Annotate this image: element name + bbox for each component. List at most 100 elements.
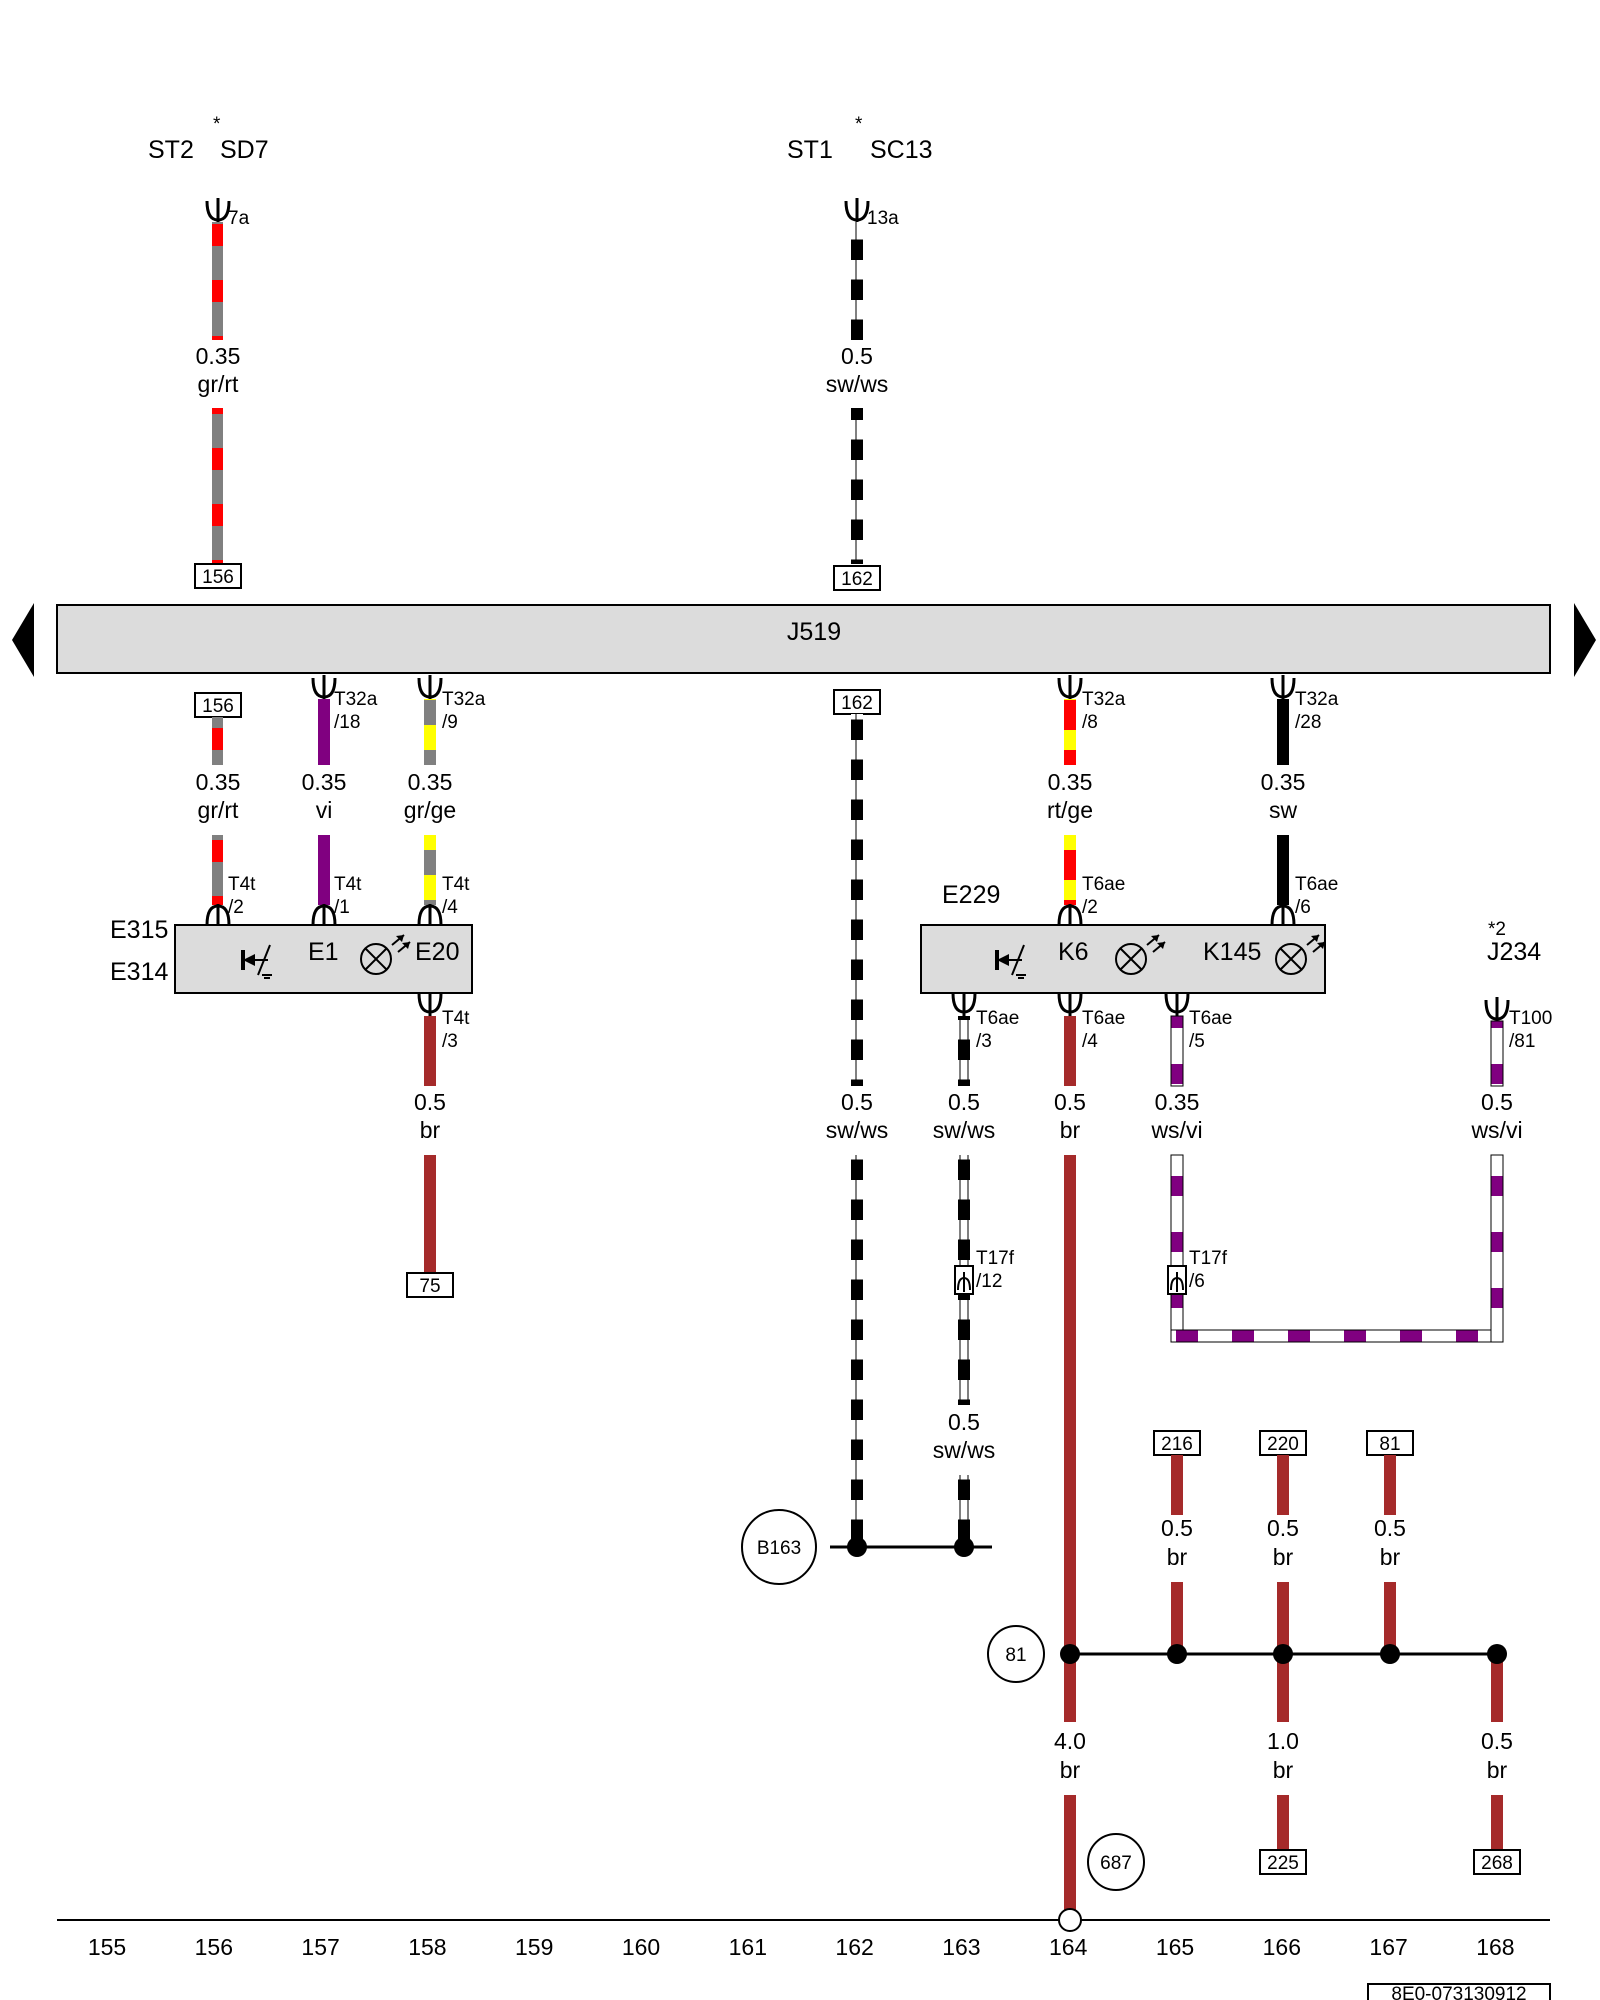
scale-number: 161 xyxy=(729,1934,767,1960)
pin-label: T6ae xyxy=(1082,1008,1125,1029)
conn-number: /6 xyxy=(1189,1271,1205,1292)
asterisk-right: * xyxy=(855,114,863,135)
wire-1b[interactable]: 156 0.35 gr/rt T4t /2 xyxy=(194,692,256,926)
scale-number: 167 xyxy=(1369,1934,1407,1960)
ground-label: 81 xyxy=(1005,1645,1026,1666)
ground-label: 687 xyxy=(1100,1853,1132,1874)
wire-9[interactable]: T6ae /4 0.5 br 4.0 br xyxy=(1054,992,1125,1920)
wire-3[interactable]: T32a /18 0.35 vi T4t /1 xyxy=(302,675,378,926)
ref-box xyxy=(406,1272,454,1298)
scale-number: 156 xyxy=(195,1934,233,1960)
component-e314-e315[interactable]: E315 E314 E1 E20 xyxy=(110,916,473,994)
wire-color: br xyxy=(1060,1117,1081,1143)
ground-687[interactable]: 687 xyxy=(1087,1833,1145,1891)
pin-label: T32a xyxy=(1295,689,1339,710)
label-sc13: SC13 xyxy=(870,136,933,164)
ref-box xyxy=(194,563,242,589)
pin-label: T6ae xyxy=(976,1008,1019,1029)
wire-size: 0.5 xyxy=(1481,1089,1513,1115)
junction-dot xyxy=(847,1537,867,1557)
pin-number: /18 xyxy=(334,712,360,733)
wire-size: 0.5 xyxy=(1161,1515,1193,1541)
pin-number-b: /6 xyxy=(1295,897,1311,918)
bus-j519[interactable]: J519 xyxy=(12,603,1596,677)
wire-2b[interactable]: 162 0.5 sw/ws xyxy=(826,689,889,1547)
conn-label: T17f xyxy=(976,1248,1015,1269)
label-j234: J234 xyxy=(1487,938,1541,966)
wire-8[interactable]: T6ae /3 0.5 sw/ws T17f /12 0.5 sw/ws xyxy=(933,992,1020,1547)
scale-number: 159 xyxy=(515,1934,553,1960)
pin-number: /9 xyxy=(442,712,458,733)
ref-number: 268 xyxy=(1481,1853,1513,1874)
wire-13[interactable]: 220 0.5 br 1.0 br 225 xyxy=(1259,1430,1307,1875)
label-st2: ST2 xyxy=(148,136,194,164)
pin-number: /81 xyxy=(1509,1031,1535,1052)
label-k6: K6 xyxy=(1058,938,1089,966)
wire-14[interactable]: 81 0.5 br xyxy=(1366,1430,1414,1654)
ref-number: 81 xyxy=(1379,1434,1400,1455)
wire-6[interactable]: T32a /8 0.35 rt/ge T6ae /2 xyxy=(1047,675,1126,926)
wire-color: sw/ws xyxy=(826,371,889,397)
wire-color: sw xyxy=(1269,797,1298,823)
arrow-left-icon xyxy=(12,603,34,677)
pin-label: T4t xyxy=(442,1008,470,1029)
wire-10[interactable]: T6ae /5 0.35 ws/vi T17f /6 xyxy=(1150,992,1504,1343)
junction-dot xyxy=(1487,1644,1507,1664)
ground-circle xyxy=(741,1509,817,1585)
scale-number: 165 xyxy=(1156,1934,1194,1960)
pin-label-b: T4t xyxy=(442,874,470,895)
wire-11[interactable]: T100 /81 0.5 ws/vi xyxy=(1470,997,1552,1343)
ref-box xyxy=(833,565,881,591)
wire-color: ws/vi xyxy=(1150,1117,1202,1143)
ref-number-2: 225 xyxy=(1267,1853,1299,1874)
ground-81[interactable]: 81 xyxy=(987,1625,1507,1683)
switch-icon xyxy=(241,944,272,979)
wire-color: br xyxy=(1273,1544,1294,1570)
wire-size: 0.5 xyxy=(948,1089,980,1115)
ref-number: 162 xyxy=(841,693,873,714)
wire-size: 0.5 xyxy=(1054,1089,1086,1115)
junction-dot xyxy=(1380,1644,1400,1664)
pin-number: /3 xyxy=(976,1031,992,1052)
wire-15[interactable]: 0.5 br 268 xyxy=(1473,1654,1521,1875)
ref-number: 156 xyxy=(202,567,234,588)
wire-2a[interactable]: 13a 0.5 sw/ws 162 xyxy=(826,198,899,591)
arrow-right-icon xyxy=(1574,603,1596,677)
wire-size: 0.35 xyxy=(196,769,241,795)
scale-number: 158 xyxy=(408,1934,446,1960)
wire-size: 0.5 xyxy=(414,1089,446,1115)
pin-number: /4 xyxy=(1082,1031,1098,1052)
switch-icon xyxy=(995,944,1026,979)
ground-b163[interactable]: B163 xyxy=(741,1509,992,1585)
wire-4[interactable]: T32a /9 0.35 gr/ge T4t /4 xyxy=(404,675,486,926)
wire-size: 0.5 xyxy=(1267,1515,1299,1541)
wire-1a[interactable]: 7a 0.35 gr/rt 156 xyxy=(194,198,250,589)
wire-5[interactable]: T4t /3 0.5 br 75 xyxy=(406,992,470,1298)
component-e229[interactable]: E229 K6 K145 xyxy=(920,881,1326,994)
ref-number: 216 xyxy=(1161,1434,1193,1455)
wire-size: 0.35 xyxy=(1155,1089,1200,1115)
lamp-icon xyxy=(360,934,411,975)
lamp-icon xyxy=(1275,934,1326,975)
scale-number: 166 xyxy=(1263,1934,1301,1960)
ref-number: 162 xyxy=(841,569,873,590)
bus-label: J519 xyxy=(787,618,841,646)
ground-circle xyxy=(1087,1833,1145,1891)
label-sd7: SD7 xyxy=(220,136,269,164)
wire-size: 0.5 xyxy=(841,343,873,369)
label-e314: E314 xyxy=(110,958,168,986)
label-st1: ST1 xyxy=(787,136,833,164)
wire-color: br xyxy=(1380,1544,1401,1570)
wire-7[interactable]: T32a /28 0.35 sw T6ae /6 xyxy=(1261,675,1339,926)
wire-color: br xyxy=(1167,1544,1188,1570)
ref-box xyxy=(1473,1849,1521,1875)
wire-size-2: 0.5 xyxy=(948,1409,980,1435)
wire-12[interactable]: 216 0.5 br xyxy=(1153,1430,1201,1654)
ground-point xyxy=(1058,1908,1082,1932)
wire-size: 0.35 xyxy=(302,769,347,795)
doc-number-box xyxy=(1367,1983,1551,2000)
conn-label: T17f xyxy=(1189,1248,1228,1269)
wire-color: sw/ws xyxy=(826,1117,889,1143)
lamp-icon xyxy=(1115,934,1166,975)
